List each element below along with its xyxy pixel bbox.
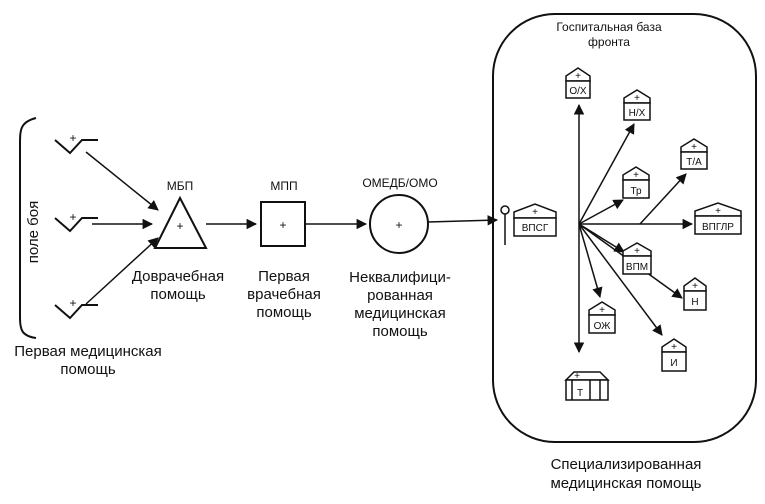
unit-vpglr: + ВПГЛР xyxy=(694,202,742,235)
mpp-title: МПП xyxy=(270,179,297,193)
svg-text:ВПГЛР: ВПГЛР xyxy=(702,222,734,233)
svg-text:+: + xyxy=(574,371,580,382)
svg-text:+: + xyxy=(69,131,76,145)
svg-text:Н: Н xyxy=(691,297,698,308)
svg-text:+: + xyxy=(691,142,697,153)
omedb-label-line1: Неквалифици- xyxy=(349,269,451,286)
svg-text:+: + xyxy=(671,342,677,353)
omedb-label-line3: медицинская xyxy=(354,305,446,322)
svg-text:+: + xyxy=(69,296,76,310)
svg-text:+: + xyxy=(532,207,538,218)
svg-text:О/Х: О/Х xyxy=(569,86,587,97)
entry-pin-icon xyxy=(500,205,510,245)
svg-text:+: + xyxy=(692,281,698,292)
svg-text:ВПМ: ВПМ xyxy=(626,262,648,273)
specialized-care-line2: медицинская помощь xyxy=(550,475,701,492)
unit-t-tent: + Т xyxy=(564,371,610,401)
unit-ox: + О/Х xyxy=(565,67,591,99)
svg-text:Тр: Тр xyxy=(630,186,642,197)
svg-text:И: И xyxy=(670,358,677,369)
svg-text:Т/А: Т/А xyxy=(686,157,702,168)
svg-text:+: + xyxy=(633,170,639,181)
mpp-label-line1: Первая xyxy=(258,268,310,285)
mpp-label-line2: врачебная xyxy=(247,286,321,303)
unit-n: + Н xyxy=(683,277,707,311)
battlefield-label: поле боя xyxy=(25,201,42,263)
svg-text:+: + xyxy=(575,71,581,82)
svg-text:+: + xyxy=(634,246,640,257)
svg-text:+: + xyxy=(69,210,76,224)
hospital-base-title-line1: Госпитальная база xyxy=(556,20,662,34)
svg-text:+: + xyxy=(599,305,605,316)
unit-nx: + Н/Х xyxy=(623,89,651,121)
arrow-casualty-1-to-mbp xyxy=(85,151,159,211)
omedb-title: ОМЕДБ/ОМО xyxy=(362,176,437,190)
battlefield-bracket xyxy=(19,117,37,339)
unit-i: + И xyxy=(661,338,687,372)
hospital-base-title-line2: фронта xyxy=(588,35,630,49)
svg-text:ОЖ: ОЖ xyxy=(594,321,612,332)
unit-oj: + ОЖ xyxy=(588,301,616,334)
casualty-marker-1: + xyxy=(54,131,98,155)
svg-text:Н/Х: Н/Х xyxy=(629,108,646,119)
omedb-label-line4: помощь xyxy=(372,323,427,340)
mbp-triangle xyxy=(153,195,208,249)
svg-text:ВПСГ: ВПСГ xyxy=(522,223,549,234)
mpp-label-line3: помощь xyxy=(256,304,311,321)
unit-vpsg: + ВПСГ xyxy=(513,203,557,237)
distribution-arrows xyxy=(573,103,694,354)
first-aid-label-line2: помощь xyxy=(60,361,115,378)
casualty-marker-3: + xyxy=(54,296,98,320)
mbp-label-line2: помощь xyxy=(150,286,205,303)
specialized-care-line1: Специализированная xyxy=(551,456,702,473)
mbp-title: МБП xyxy=(167,179,194,193)
first-aid-label-line1: Первая медицинская xyxy=(14,343,161,360)
svg-text:+: + xyxy=(634,93,640,104)
mbp-label-line1: Доврачебная xyxy=(132,268,224,285)
svg-text:Т: Т xyxy=(577,388,583,399)
svg-text:+: + xyxy=(715,206,721,217)
arrow-casualty-3-to-mbp xyxy=(85,237,159,305)
unit-ta: + Т/А xyxy=(680,138,708,170)
arrow-omedb-to-hospital-base xyxy=(427,215,499,226)
unit-tr: + Тр xyxy=(622,166,650,199)
mpp-marker: + xyxy=(279,218,286,232)
mbp-marker: + xyxy=(176,219,183,233)
hospital-base-frame xyxy=(492,13,757,443)
omedb-circle xyxy=(369,194,429,254)
omedb-label-line2: рованная xyxy=(367,287,433,304)
omedb-marker: + xyxy=(395,218,402,232)
casualty-marker-2: + xyxy=(54,210,98,233)
unit-vpm: + ВПМ xyxy=(622,242,652,275)
